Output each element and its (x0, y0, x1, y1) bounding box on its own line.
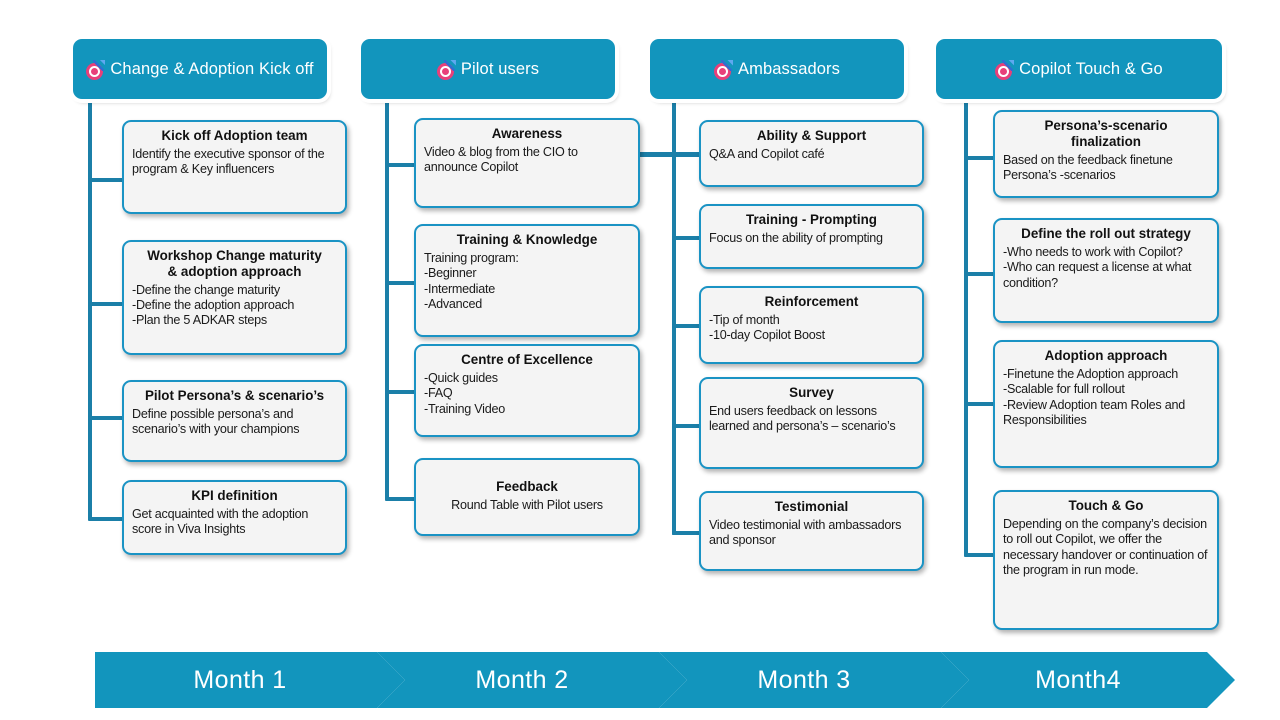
connector-branch-col2-4 (385, 497, 421, 501)
connector-branch-col2-3 (385, 390, 421, 394)
card-body: Round Table with Pilot users (451, 497, 603, 512)
card-title: Adoption approach (1044, 348, 1168, 363)
card-kick-off-adoption-team[interactable]: Kick off Adoption team Identify the exec… (122, 120, 347, 214)
card-awareness[interactable]: Awareness Video & blog from the CIO to a… (414, 118, 640, 208)
card-training-and-knowledge[interactable]: Training & Knowledge Training program: -… (414, 224, 640, 337)
card-body: End users feedback on lessons learned an… (709, 403, 896, 434)
card-title: Kick off Adoption team (161, 128, 308, 143)
connector-branch-col1-1 (88, 178, 126, 182)
card-title: Testimonial (774, 499, 849, 514)
connector-branch-col4-4 (964, 553, 1000, 557)
card-title: Centre of Excellence (461, 352, 593, 367)
timeline-step-label: Month 1 (193, 665, 287, 694)
column-header-label: Copilot Touch & Go (1019, 59, 1163, 78)
card-title: KPI definition (191, 488, 278, 503)
card-title: Training & Knowledge (456, 232, 598, 247)
card-body: -Quick guides -FAQ -Training Video (424, 370, 505, 416)
card-title: Feedback (496, 479, 558, 494)
column-header-label: Pilot users (460, 59, 540, 78)
connector-trunk-col1 (88, 100, 92, 520)
card-body: Video testimonial with ambassadors and s… (709, 517, 902, 548)
card-feedback[interactable]: Feedback Round Table with Pilot users (414, 458, 640, 536)
card-title: Ability & Support (756, 128, 867, 143)
card-training-prompting[interactable]: Training - Prompting Focus on the abilit… (699, 204, 924, 269)
card-define-the-roll-out-strategy[interactable]: Define the roll out strategy -Who needs … (993, 218, 1219, 323)
column-header-label: Ambassadors (738, 59, 840, 78)
card-pilot-personas-scenarios[interactable]: Pilot Persona’s & scenario’s Define poss… (122, 380, 347, 462)
card-body: Identify the executive sponsor of the pr… (132, 146, 325, 177)
card-title: Survey (789, 385, 834, 400)
card-title: Workshop Change maturity & adoption appr… (147, 248, 322, 279)
timeline-bar: Month 1 Month 2 Month 3 Month4 (95, 652, 1235, 708)
card-body: Q&A and Copilot café (709, 146, 825, 161)
timeline-step-label: Month 3 (757, 665, 851, 694)
card-adoption-approach[interactable]: Adoption approach -Finetune the Adoption… (993, 340, 1219, 468)
card-survey[interactable]: Survey End users feedback on lessons lea… (699, 377, 924, 469)
connector-branch-col3-4 (672, 424, 706, 428)
target-dart-icon (436, 59, 456, 80)
card-centre-of-excellence[interactable]: Centre of Excellence -Quick guides -FAQ … (414, 344, 640, 437)
card-body: -Who needs to work with Copilot? -Who ca… (1003, 244, 1192, 290)
connector-branch-col2-2 (385, 281, 421, 285)
card-body: Focus on the ability of prompting (709, 230, 883, 245)
timeline-step-month-4[interactable]: Month4 (941, 652, 1235, 708)
card-body: Get acquainted with the adoption score i… (132, 506, 309, 537)
card-body: Video & blog from the CIO to announce Co… (424, 144, 578, 175)
target-dart-icon (995, 59, 1015, 80)
card-workshop-change-maturity[interactable]: Workshop Change maturity & adoption appr… (122, 240, 347, 355)
timeline-step-month-2[interactable]: Month 2 (377, 652, 687, 708)
card-ability-and-support[interactable]: Ability & Support Q&A and Copilot café (699, 120, 924, 187)
connector-branch-col1-4 (88, 517, 126, 521)
card-title: Persona’s-scenario finalization (1044, 118, 1168, 149)
connector-branch-col3-3 (672, 324, 706, 328)
card-title: Pilot Persona’s & scenario’s (144, 388, 325, 403)
connector-branch-col4-1 (964, 156, 1000, 160)
card-body: -Finetune the Adoption approach -Scalabl… (1003, 366, 1185, 427)
connector-branch-col2-1 (385, 163, 421, 167)
card-body: -Tip of month -10-day Copilot Boost (709, 312, 825, 343)
card-kpi-definition[interactable]: KPI definition Get acquainted with the a… (122, 480, 347, 555)
card-personas-scenario-finalization[interactable]: Persona’s-scenario finalization Based on… (993, 110, 1219, 198)
connector-branch-col1-2 (88, 302, 126, 306)
card-body: Depending on the company’s decision to r… (1003, 516, 1208, 577)
card-title: Awareness (491, 126, 563, 141)
connector-trunk-col4 (964, 100, 968, 556)
connector-branch-col4-2 (964, 272, 1000, 276)
connector-branch-col3-5 (672, 531, 706, 535)
connector-branch-col4-3 (964, 402, 1000, 406)
card-body: Define possible persona’s and scenario’s… (132, 406, 300, 437)
column-header-change-adoption-kick-off[interactable]: Change & Adoption Kick off (73, 39, 327, 99)
timeline-step-month-1[interactable]: Month 1 (95, 652, 405, 708)
timeline-step-label: Month 2 (475, 665, 569, 694)
column-header-pilot-users[interactable]: Pilot users (361, 39, 615, 99)
connector-cross-col2-col3 (630, 152, 708, 157)
timeline-step-month-3[interactable]: Month 3 (659, 652, 969, 708)
timeline-step-label: Month4 (1035, 665, 1121, 694)
connector-trunk-col3 (672, 100, 676, 535)
card-body: Training program: -Beginner -Intermediat… (424, 250, 519, 311)
card-testimonial[interactable]: Testimonial Video testimonial with ambas… (699, 491, 924, 571)
target-dart-icon (86, 59, 106, 80)
card-title: Reinforcement (764, 294, 859, 309)
card-title: Training - Prompting (746, 212, 877, 227)
card-body: -Define the change maturity -Define the … (132, 282, 295, 328)
column-header-copilot-touch-and-go[interactable]: Copilot Touch & Go (936, 39, 1222, 99)
column-header-ambassadors[interactable]: Ambassadors (650, 39, 904, 99)
column-header-label: Change & Adoption Kick off (110, 59, 314, 78)
target-dart-icon (714, 59, 733, 80)
card-reinforcement[interactable]: Reinforcement -Tip of month -10-day Copi… (699, 286, 924, 364)
card-body: Based on the feedback finetune Persona’s… (1003, 152, 1173, 182)
card-title: Touch & Go (1068, 498, 1144, 513)
card-title: Define the roll out strategy (1021, 226, 1191, 241)
connector-branch-col3-2 (672, 236, 706, 240)
card-touch-and-go[interactable]: Touch & Go Depending on the company’s de… (993, 490, 1219, 630)
connector-trunk-col2 (385, 100, 389, 500)
connector-branch-col1-3 (88, 416, 126, 420)
